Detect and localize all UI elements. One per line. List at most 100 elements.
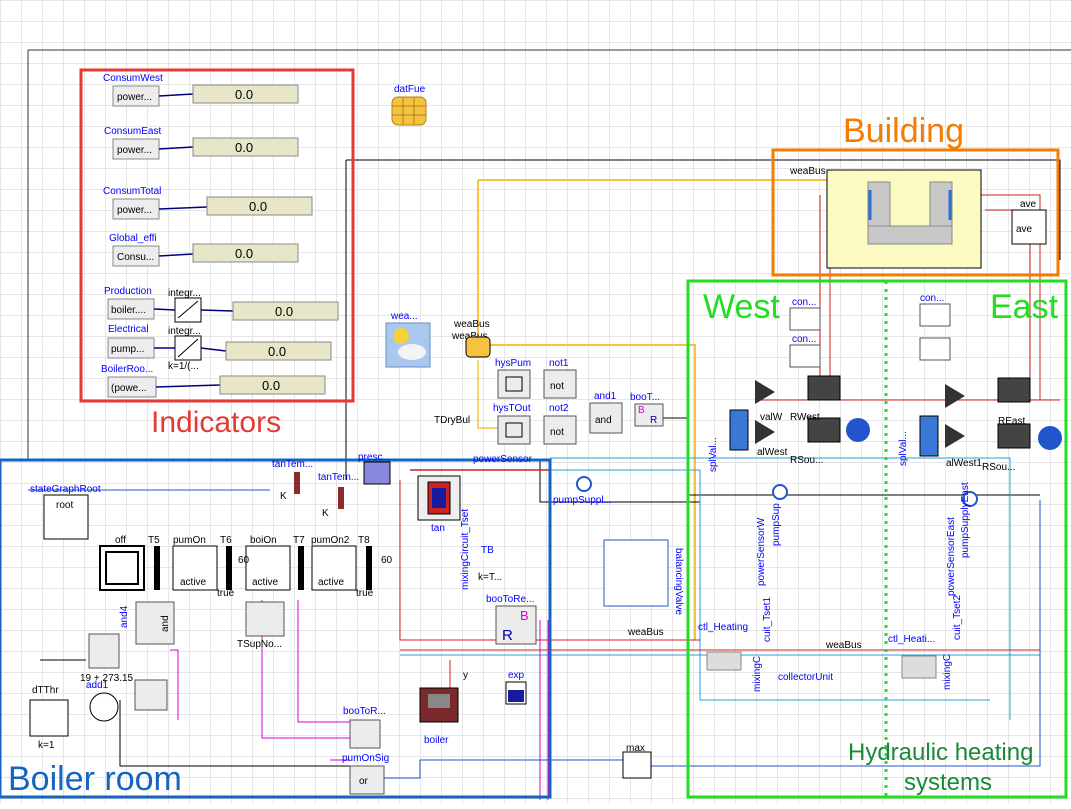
valve-east-2[interactable] xyxy=(945,424,965,448)
t8-transition[interactable] xyxy=(366,546,372,590)
boot-label: booT... xyxy=(630,392,660,403)
add1-block[interactable] xyxy=(89,692,119,722)
sig-wire-top xyxy=(346,159,1061,260)
global-effi-label: Global_effi xyxy=(109,233,157,244)
dtthr-block[interactable] xyxy=(29,699,69,737)
con3-block[interactable] xyxy=(919,303,951,327)
hydraulic-frame xyxy=(686,279,1068,799)
pump-west-icon[interactable] xyxy=(846,418,870,442)
radiator-east-1[interactable] xyxy=(997,377,1031,403)
const-label: 19 + 273.15 xyxy=(80,673,134,684)
or-text: or xyxy=(359,776,369,787)
greater-compare-block[interactable] xyxy=(134,679,168,711)
boiler-room-ind-value: 0.0 xyxy=(262,378,280,393)
root-block[interactable] xyxy=(43,494,89,540)
tantem1-sensor[interactable] xyxy=(294,472,300,494)
pump-supply-east[interactable] xyxy=(962,491,978,507)
global-effi-display xyxy=(192,243,299,263)
production-block-text: boiler.... xyxy=(111,305,146,316)
and4-label: and4 xyxy=(119,605,130,628)
tsup-label: TSupNo... xyxy=(237,639,282,650)
not1-block[interactable] xyxy=(543,369,577,399)
and4-text: and xyxy=(160,615,171,632)
circuit-east-label: cuit_Tset2 xyxy=(952,595,963,640)
ctl-heating-west[interactable] xyxy=(706,651,742,671)
not1-label: not1 xyxy=(549,358,569,369)
radiator-west-1[interactable] xyxy=(807,375,841,401)
radiator-west-2[interactable] xyxy=(807,417,841,443)
valw-label: valW xyxy=(760,412,783,423)
br-wire2 xyxy=(380,500,1041,779)
ave-block[interactable] xyxy=(1011,209,1047,245)
t6-transition[interactable] xyxy=(226,546,232,590)
hydraulic-components: con... con... con... splVal... splVal...… xyxy=(603,293,1062,692)
pumon2-step[interactable] xyxy=(311,545,357,591)
add1-label: add1 xyxy=(86,680,109,691)
boiler-room-ind-block-text: (powe... xyxy=(111,383,147,394)
and1-block[interactable] xyxy=(589,402,623,434)
consum-east-label: ConsumEast xyxy=(104,126,161,137)
weabus-connector[interactable] xyxy=(465,336,491,358)
t7-transition[interactable] xyxy=(298,546,304,590)
bootore2-block[interactable] xyxy=(349,719,381,749)
weather-block[interactable] xyxy=(385,322,431,368)
valve-west-1[interactable] xyxy=(755,380,775,404)
radiator-east-2[interactable] xyxy=(997,423,1031,449)
less-compare-block[interactable] xyxy=(88,633,120,669)
bootore1-block[interactable] xyxy=(495,605,537,645)
not2-block[interactable] xyxy=(543,415,577,445)
tantem2-sensor[interactable] xyxy=(338,487,344,509)
fluid-line-blue2 xyxy=(550,469,990,701)
max-block[interactable] xyxy=(622,751,652,779)
con4-block[interactable] xyxy=(919,337,951,361)
tank-label: tan xyxy=(431,523,445,534)
boot-block[interactable] xyxy=(634,403,664,427)
hystout-block[interactable] xyxy=(497,415,531,445)
balancing-valve-box[interactable] xyxy=(603,539,669,607)
splval-west[interactable] xyxy=(729,409,749,451)
t7-label: T7 xyxy=(293,535,305,546)
t5-transition[interactable] xyxy=(154,546,160,590)
weabus-sub-label: weaBus xyxy=(451,331,488,342)
valve-east-1[interactable] xyxy=(945,384,965,408)
pump-supply-icon[interactable] xyxy=(576,476,592,492)
alwest-label: alWest xyxy=(757,447,788,458)
weabus-bottom-label: weaBus xyxy=(627,627,664,638)
building-block[interactable] xyxy=(826,169,982,269)
pump-east-icon[interactable] xyxy=(1038,426,1062,450)
root-text: root xyxy=(56,500,73,511)
datfue-label: datFue xyxy=(394,84,426,95)
tsup-compare-block[interactable] xyxy=(245,601,285,637)
mixing-west-label: mixingC xyxy=(752,656,763,692)
pump-supply-west[interactable] xyxy=(772,484,788,500)
datfue-block[interactable] xyxy=(391,96,427,126)
electrical-value: 0.0 xyxy=(268,344,286,359)
pumon-step[interactable] xyxy=(172,545,218,591)
reast-label: REast xyxy=(998,416,1025,427)
kt-label: k=T... xyxy=(478,572,502,583)
boion-step[interactable] xyxy=(245,545,291,591)
hyspum-block[interactable] xyxy=(497,369,531,399)
con2-block[interactable] xyxy=(789,344,821,368)
not2-label: not2 xyxy=(549,403,569,414)
con1-block[interactable] xyxy=(789,307,821,331)
t8-true-label: true xyxy=(356,588,374,599)
alwest1-label: alWest1 xyxy=(946,458,982,469)
indicators-title: Indicators xyxy=(151,406,281,439)
production-display xyxy=(232,301,339,321)
state-graph-root-label: stateGraphRoot xyxy=(30,484,101,495)
or-block[interactable] xyxy=(349,765,385,795)
pink-wire4 xyxy=(170,649,179,720)
pump-sup-east-label: pumpSupplyEast xyxy=(960,482,971,558)
ctl-heating-east[interactable] xyxy=(901,655,937,679)
presc-block[interactable] xyxy=(363,461,391,485)
splval-east[interactable] xyxy=(919,415,939,457)
rsouw-label: RSou... xyxy=(790,455,823,466)
off-step[interactable] xyxy=(99,545,145,591)
ctl-heating-east-label: ctl_Heati... xyxy=(888,634,935,645)
valve-west-2[interactable] xyxy=(755,420,775,444)
t6-true-label: true xyxy=(217,588,235,599)
and1-text: and xyxy=(595,415,612,426)
t8-label: T8 xyxy=(358,535,370,546)
and4-block[interactable] xyxy=(135,601,175,645)
